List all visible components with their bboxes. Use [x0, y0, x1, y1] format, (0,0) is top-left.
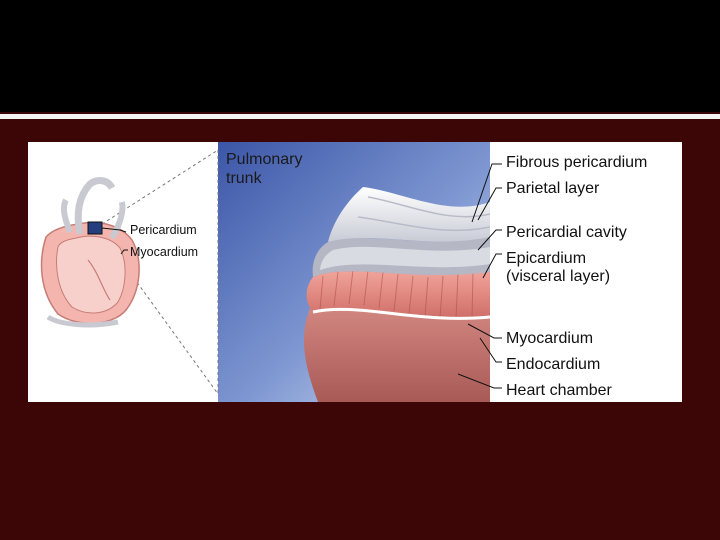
myocardium-striations	[319, 269, 474, 319]
endocardium-line	[312, 307, 491, 320]
fibrous-pericardium-region	[328, 187, 490, 242]
leader-lines	[101, 163, 502, 389]
label-fibrous-pericardium: Fibrous pericardium	[506, 154, 648, 171]
label-pericardial-cavity: Pericardial cavity	[506, 224, 627, 241]
divider-line	[0, 114, 720, 119]
magnified-section	[218, 142, 491, 402]
heart-chamber-region	[303, 299, 490, 402]
label-heart-chamber: Heart chamber	[506, 382, 612, 399]
heart-icon	[40, 177, 140, 328]
myocardium-region	[306, 271, 490, 319]
label-endocardium: Endocardium	[506, 356, 601, 373]
header-band	[0, 0, 720, 112]
label-epicardium: Epicardium (visceral layer)	[506, 250, 611, 286]
magnify-box	[87, 221, 103, 235]
heart-wall-figure: Pulmonary trunk Pericardium Myocardium F…	[28, 142, 682, 402]
heart-wall-illustration	[40, 142, 502, 402]
label-pulmonary-trunk: Pulmonary trunk	[226, 151, 303, 188]
label-myocardium: Myocardium	[506, 330, 594, 347]
label-myocardium-small: Myocardium	[130, 245, 199, 259]
label-pericardium-small: Pericardium	[130, 223, 197, 237]
label-parietal-layer: Parietal layer	[506, 180, 600, 197]
